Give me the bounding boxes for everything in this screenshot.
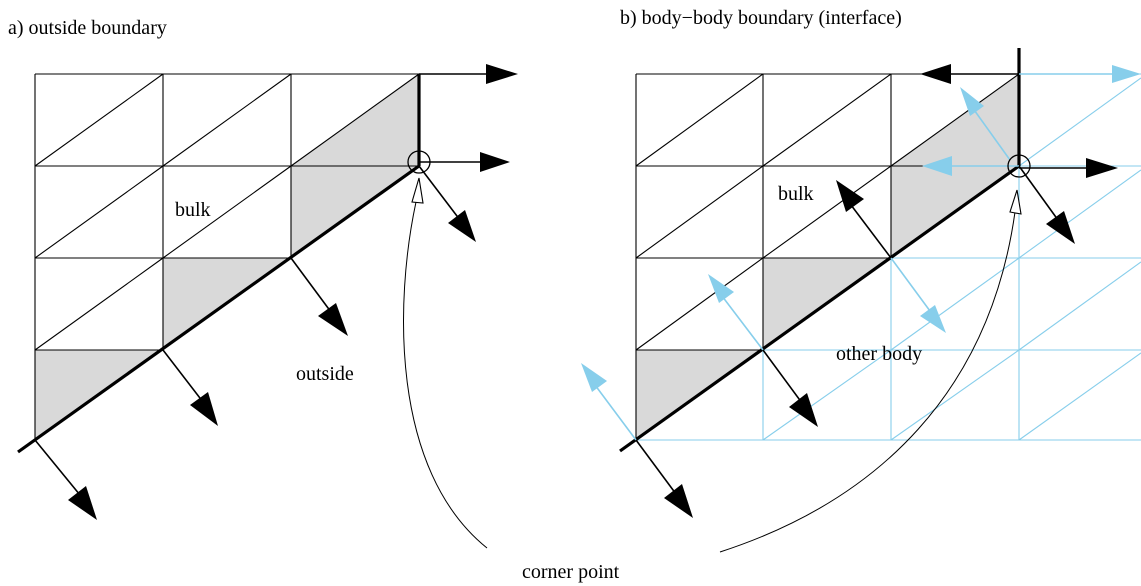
bulk-label: bulk [778,183,814,205]
panel-b: b) body−body boundary (interface) [581,7,1141,518]
boundary-line [17,164,420,454]
corner-point-marker [1007,154,1031,178]
other-body-normals [581,65,1141,441]
pointer-head-b [1009,189,1022,215]
corner-point-label: corner point [522,561,620,583]
panel-a-title: a) outside boundary [8,17,167,39]
bulk-label: bulk [175,199,211,221]
pointer-head-a [411,177,424,204]
corner-point-annotation: corner point [403,177,1022,583]
panel-a: a) outside boundary [8,17,518,520]
corner-point-marker [407,150,431,174]
normal-arrows [34,64,518,520]
outside-label: outside [296,363,354,385]
other-body-mesh [636,73,1141,441]
normal-arrows [635,64,1118,518]
pointer-curve-a [403,201,488,549]
other-body-label: other body [836,343,922,365]
panel-b-title: b) body−body boundary (interface) [620,7,902,29]
bulk-mesh [34,73,420,440]
interface-line [619,164,1020,453]
pointer-curve-b [719,211,1016,553]
